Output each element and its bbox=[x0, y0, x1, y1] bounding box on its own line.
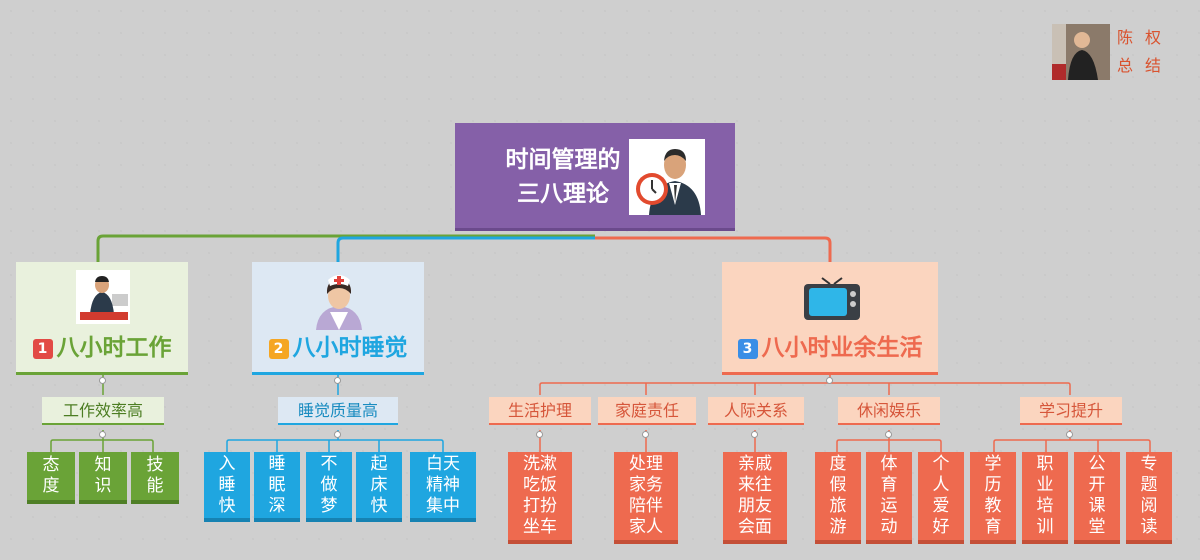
brand-char: 陈 bbox=[1116, 28, 1133, 47]
leaf-node[interactable]: 起床快 bbox=[356, 452, 402, 522]
leaf-node[interactable]: 态度 bbox=[27, 452, 75, 504]
leaf-label: 专题阅读 bbox=[1140, 454, 1158, 537]
subtopic-work-efficiency[interactable]: 工作效率高 bbox=[42, 397, 164, 425]
leaf-node[interactable]: 技能 bbox=[131, 452, 179, 504]
television-icon bbox=[802, 274, 862, 322]
leaf-node[interactable]: 洗漱吃饭打扮坐车 bbox=[508, 452, 572, 544]
leaf-label: 处理家务陪伴家人 bbox=[629, 454, 663, 537]
leaf-node[interactable]: 专题阅读 bbox=[1126, 452, 1172, 544]
branch-label: 八小时业余生活 bbox=[761, 335, 923, 361]
collapse-toggle[interactable] bbox=[751, 431, 758, 438]
subtopic-relationships[interactable]: 人际关系 bbox=[708, 397, 804, 425]
leaf-label: 睡眠深 bbox=[268, 453, 286, 516]
leaf-label: 度假旅游 bbox=[829, 454, 847, 537]
subtopic-personal-care[interactable]: 生活护理 bbox=[489, 397, 591, 425]
collapse-toggle[interactable] bbox=[885, 431, 892, 438]
leaf-node[interactable]: 度假旅游 bbox=[815, 452, 861, 544]
subtopic-sleep-quality[interactable]: 睡觉质量高 bbox=[278, 397, 398, 425]
collapse-toggle[interactable] bbox=[99, 377, 106, 384]
branch-label: 八小时工作 bbox=[56, 335, 172, 361]
leaf-node[interactable]: 亲戚来往朋友会面 bbox=[723, 452, 787, 544]
leaf-node[interactable]: 学历教育 bbox=[970, 452, 1016, 544]
collapse-toggle[interactable] bbox=[642, 431, 649, 438]
brand-char: 总 bbox=[1116, 56, 1133, 75]
branch-number: 2 bbox=[268, 338, 289, 359]
leaf-label: 体育运动 bbox=[880, 454, 898, 537]
branch-number: 3 bbox=[737, 338, 758, 359]
leaf-label: 个人爱好 bbox=[932, 454, 950, 537]
leaf-label: 亲戚来往朋友会面 bbox=[738, 454, 772, 537]
leaf-label: 职业培训 bbox=[1036, 454, 1054, 537]
nurse-icon bbox=[310, 268, 368, 330]
collapse-toggle[interactable] bbox=[99, 431, 106, 438]
leaf-node[interactable]: 职业培训 bbox=[1022, 452, 1068, 544]
collapse-toggle[interactable] bbox=[1066, 431, 1073, 438]
leaf-label: 不做梦 bbox=[320, 453, 338, 516]
office-worker-icon bbox=[74, 268, 132, 326]
subtopic-learning[interactable]: 学习提升 bbox=[1020, 397, 1122, 425]
leaf-node[interactable]: 不做梦 bbox=[306, 452, 352, 522]
author-badge: 陈 权 总 结 bbox=[1052, 24, 1168, 80]
subtopic-family-duty[interactable]: 家庭责任 bbox=[598, 397, 696, 425]
leaf-node[interactable]: 处理家务陪伴家人 bbox=[614, 452, 678, 544]
leaf-label: 入睡快 bbox=[218, 453, 236, 516]
leaf-node[interactable]: 睡眠深 bbox=[254, 452, 300, 522]
subtopic-recreation[interactable]: 休闲娱乐 bbox=[838, 397, 940, 425]
root-topic[interactable]: 时间管理的 三八理论 bbox=[455, 123, 735, 231]
leaf-label: 态度 bbox=[42, 455, 60, 496]
leaf-label: 洗漱吃饭打扮坐车 bbox=[523, 454, 557, 537]
collapse-toggle[interactable] bbox=[826, 377, 833, 384]
collapse-toggle[interactable] bbox=[334, 431, 341, 438]
leaf-node[interactable]: 知识 bbox=[79, 452, 127, 504]
leaf-node[interactable]: 公开课堂 bbox=[1074, 452, 1120, 544]
leaf-label: 公开课堂 bbox=[1088, 454, 1106, 537]
leaf-label: 白天精神集中 bbox=[426, 453, 460, 516]
presenter-avatar bbox=[1052, 24, 1110, 80]
leaf-label: 技能 bbox=[146, 455, 164, 496]
brand-char: 权 bbox=[1144, 28, 1161, 47]
leaf-node[interactable]: 入睡快 bbox=[204, 452, 250, 522]
collapse-toggle[interactable] bbox=[536, 431, 543, 438]
businessman-clock-icon bbox=[629, 139, 705, 215]
leaf-label: 学历教育 bbox=[984, 454, 1002, 537]
leaf-node[interactable]: 白天精神集中 bbox=[410, 452, 476, 522]
leaf-node[interactable]: 体育运动 bbox=[866, 452, 912, 544]
root-title: 时间管理的 三八理论 bbox=[505, 147, 621, 207]
collapse-toggle[interactable] bbox=[334, 377, 341, 384]
brand-char: 结 bbox=[1144, 56, 1161, 75]
leaf-node[interactable]: 个人爱好 bbox=[918, 452, 964, 544]
branch-number: 1 bbox=[32, 338, 53, 359]
branch-label: 八小时睡觉 bbox=[292, 335, 408, 361]
leaf-label: 知识 bbox=[94, 455, 112, 496]
leaf-label: 起床快 bbox=[370, 453, 388, 516]
